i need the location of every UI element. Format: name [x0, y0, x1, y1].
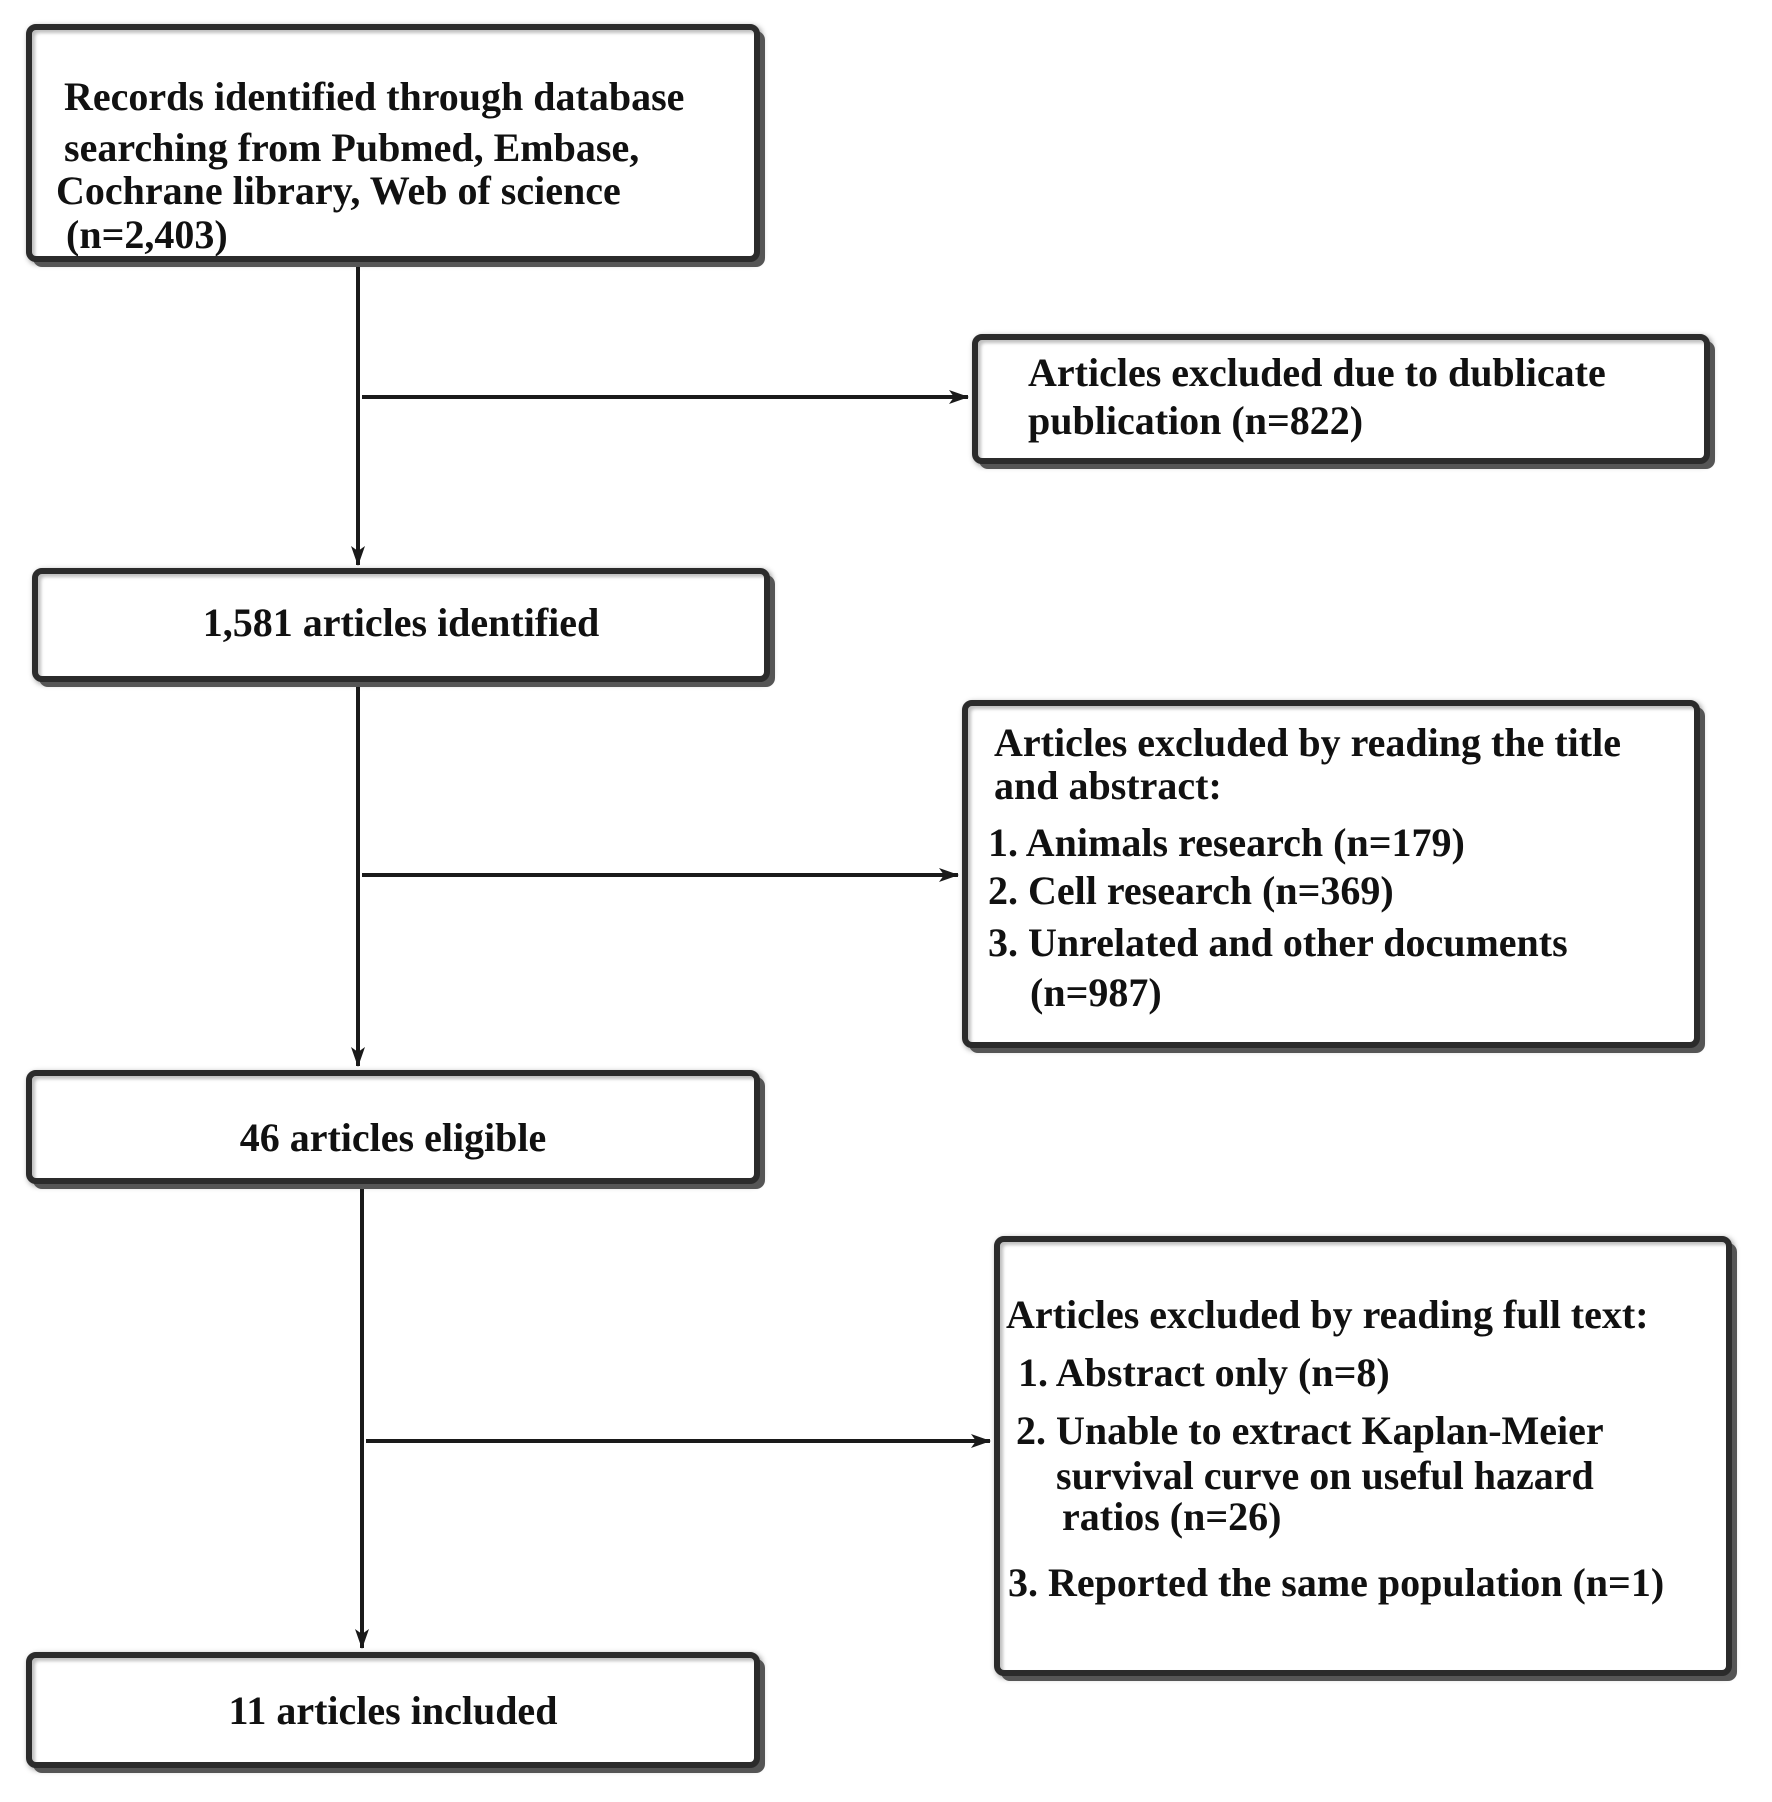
title-abstract-item-3-count: (n=987)	[1030, 970, 1162, 1015]
title-abstract-item-2: 2. Cell research (n=369)	[988, 868, 1394, 913]
included-articles-box: 11 articles included	[26, 1652, 760, 1768]
included-label: 11 articles included	[228, 1687, 558, 1733]
records-line-3: Cochrane library, Web of science	[56, 168, 621, 213]
records-identified-box: Records identified through database sear…	[26, 24, 760, 262]
duplicate-line-1: Articles excluded due to dublicate	[1028, 350, 1606, 395]
title-abstract-item-3: 3. Unrelated and other documents	[988, 920, 1568, 965]
records-line-1: Records identified through database	[64, 74, 685, 119]
fulltext-heading: Articles excluded by reading full text:	[1006, 1292, 1649, 1337]
duplicate-line-2: publication (n=822)	[1028, 398, 1364, 443]
fulltext-exclusion-box: Articles excluded by reading full text: …	[994, 1236, 1732, 1676]
eligible-articles-box: 46 articles eligible	[26, 1070, 760, 1184]
records-count: (n=2,403)	[66, 212, 228, 257]
fulltext-item-2-line-3: ratios (n=26)	[1062, 1494, 1282, 1539]
identified-label: 1,581 articles identified	[202, 599, 600, 645]
identified-articles-box: 1,581 articles identified	[32, 568, 770, 682]
title-abstract-heading-1: Articles excluded by reading the title	[994, 720, 1621, 765]
fulltext-item-2: 2. Unable to extract Kaplan-Meier	[1016, 1408, 1604, 1453]
fulltext-item-2-line-2: survival curve on useful hazard	[1056, 1453, 1594, 1498]
title-abstract-exclusion-box: Articles excluded by reading the title a…	[962, 700, 1700, 1048]
eligible-label: 46 articles eligible	[239, 1114, 547, 1160]
records-line-2: searching from Pubmed, Embase,	[64, 125, 640, 170]
fulltext-item-3: 3. Reported the same population (n=1)	[1008, 1560, 1665, 1605]
title-abstract-item-1: 1. Animals research (n=179)	[988, 820, 1465, 865]
title-abstract-heading-2: and abstract:	[994, 763, 1222, 808]
fulltext-item-1: 1. Abstract only (n=8)	[1018, 1350, 1390, 1395]
duplicate-exclusion-box: Articles excluded due to dublicate publi…	[972, 334, 1710, 464]
